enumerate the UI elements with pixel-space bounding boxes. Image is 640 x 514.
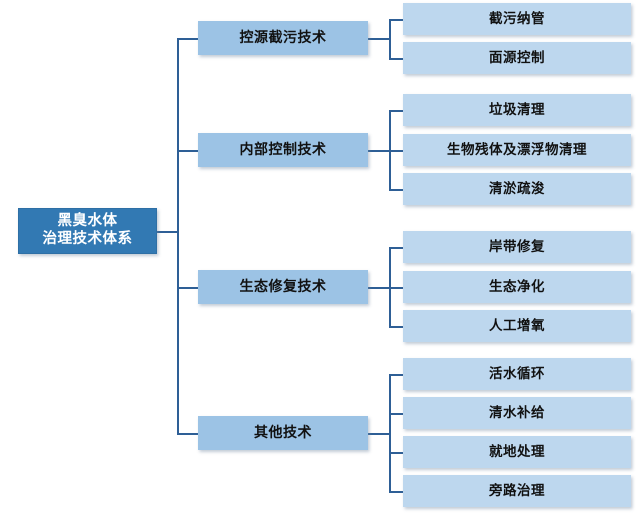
connector-branch-4-spine xyxy=(389,374,391,492)
leaf-node-4-2[interactable]: 清水补给 xyxy=(403,397,631,429)
leaf-node-3-2[interactable]: 生态净化 xyxy=(403,271,631,303)
leaf-node-1-2[interactable]: 面源控制 xyxy=(403,42,631,74)
leaf-node-4-4-label: 旁路治理 xyxy=(489,482,545,498)
branch-node-3-label: 生态修复技术 xyxy=(239,278,327,295)
leaf-node-4-1-label: 活水循环 xyxy=(489,365,545,381)
branch-node-3[interactable]: 生态修复技术 xyxy=(198,270,368,304)
connector-root-to-branch-2 xyxy=(177,150,198,152)
connector-root-to-branch-4 xyxy=(177,433,198,435)
root-node-label: 黑臭水体 治理技术体系 xyxy=(42,213,133,247)
connector-root-stub xyxy=(157,231,178,233)
leaf-node-3-1-label: 岸带修复 xyxy=(489,238,545,254)
connector-branch-2-leaf-1 xyxy=(389,110,404,112)
connector-root-to-branch-1 xyxy=(177,38,198,40)
leaf-node-2-3[interactable]: 清淤疏浚 xyxy=(403,173,631,205)
leaf-node-2-2-label: 生物残体及漂浮物清理 xyxy=(447,141,587,157)
connector-root-to-branch-3 xyxy=(177,287,198,289)
leaf-node-2-3-label: 清淤疏浚 xyxy=(489,180,545,196)
leaf-node-4-2-label: 清水补给 xyxy=(489,404,545,420)
connector-branch-2-stub xyxy=(368,150,390,152)
leaf-node-3-3[interactable]: 人工增氧 xyxy=(403,310,631,342)
branch-node-2-label: 内部控制技术 xyxy=(239,141,327,158)
connector-branch-4-leaf-2 xyxy=(389,413,404,415)
leaf-node-2-2[interactable]: 生物残体及漂浮物清理 xyxy=(403,134,631,166)
root-node[interactable]: 黑臭水体 治理技术体系 xyxy=(18,208,157,254)
connector-branch-3-leaf-3 xyxy=(389,326,404,328)
connector-root-trunk xyxy=(177,38,179,435)
connector-branch-4-leaf-4 xyxy=(389,491,404,493)
connector-branch-4-leaf-1 xyxy=(389,374,404,376)
connector-branch-1-leaf-2 xyxy=(389,58,404,60)
leaf-node-1-1-label: 截污纳管 xyxy=(489,10,545,26)
branch-node-2[interactable]: 内部控制技术 xyxy=(198,133,368,167)
connector-branch-3-stub xyxy=(368,287,390,289)
branch-node-1-label: 控源截污技术 xyxy=(239,29,327,46)
connector-branch-3-leaf-1 xyxy=(389,247,404,249)
connector-branch-2-leaf-3 xyxy=(389,189,404,191)
connector-branch-3-leaf-2 xyxy=(389,287,404,289)
leaf-node-3-2-label: 生态净化 xyxy=(489,278,545,294)
connector-branch-2-leaf-2 xyxy=(389,150,404,152)
leaf-node-3-1[interactable]: 岸带修复 xyxy=(403,231,631,263)
leaf-node-4-4[interactable]: 旁路治理 xyxy=(403,475,631,507)
leaf-node-3-3-label: 人工增氧 xyxy=(489,317,545,333)
leaf-node-2-1[interactable]: 垃圾清理 xyxy=(403,94,631,126)
leaf-node-4-3-label: 就地处理 xyxy=(489,443,545,459)
leaf-node-1-2-label: 面源控制 xyxy=(489,49,545,65)
leaf-node-4-1[interactable]: 活水循环 xyxy=(403,358,631,390)
branch-node-1[interactable]: 控源截污技术 xyxy=(198,21,368,55)
connector-branch-1-spine xyxy=(389,19,391,60)
leaf-node-1-1[interactable]: 截污纳管 xyxy=(403,3,631,35)
connector-branch-4-stub xyxy=(368,433,390,435)
branch-node-4[interactable]: 其他技术 xyxy=(198,416,368,450)
leaf-node-4-3[interactable]: 就地处理 xyxy=(403,436,631,468)
leaf-node-2-1-label: 垃圾清理 xyxy=(489,101,545,117)
branch-node-4-label: 其他技术 xyxy=(254,424,312,441)
connector-branch-1-stub xyxy=(368,38,390,40)
connector-branch-4-leaf-3 xyxy=(389,452,404,454)
connector-branch-1-leaf-1 xyxy=(389,19,404,21)
